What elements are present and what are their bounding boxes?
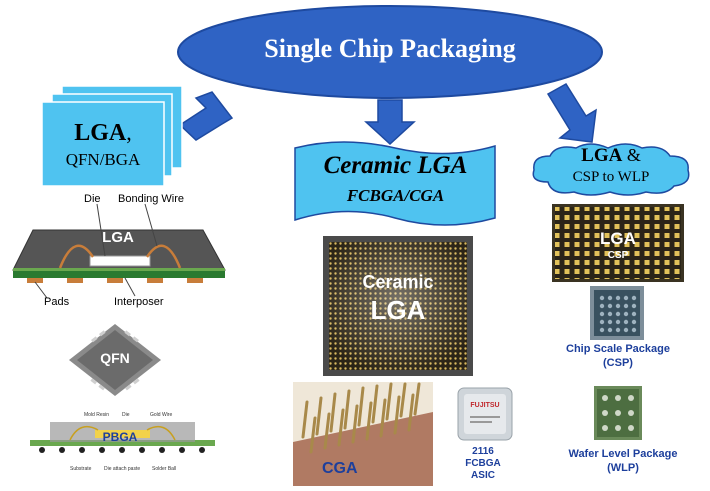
page-title: Single Chip Packaging — [264, 34, 516, 63]
label-pbga-ball: Solder Ball — [152, 466, 177, 472]
right-heading-suffix: & — [622, 145, 641, 165]
title-ellipse — [177, 5, 603, 99]
right-heading-main: LGA — [581, 145, 623, 166]
center-heading: Ceramic LGA — [323, 152, 468, 179]
label-pbga-die: Die — [122, 412, 130, 418]
qfn-chip — [69, 324, 161, 396]
cga-columns-image — [293, 382, 433, 486]
pbga-diagram — [30, 422, 215, 453]
label-pbga-substrate: Substrate — [70, 466, 92, 472]
lga-diagram — [12, 203, 226, 299]
csp-chip-image — [590, 286, 644, 340]
stacked-cards — [41, 86, 183, 187]
asic-brand: FUJITSU — [470, 402, 500, 409]
wlp-caption-2: (WLP) — [607, 462, 639, 474]
wlp-chip-image — [594, 386, 642, 440]
label-pads: Pads — [44, 296, 70, 308]
ceramic-lga-chip — [323, 236, 473, 376]
label-pbga: PBGA — [102, 430, 138, 444]
label-pbga-mold: Mold Resin — [84, 412, 110, 418]
left-heading: LGA, — [42, 120, 164, 147]
label-qfn: QFN — [100, 350, 130, 366]
left-heading-main: LGA — [74, 120, 127, 146]
arrow-right — [546, 82, 597, 143]
label-interposer: Interposer — [114, 296, 164, 308]
asic-caption-3: ASIC — [471, 470, 495, 481]
asic-caption-2: FCBGA — [465, 458, 501, 469]
label-pbga-gold: Gold Wire — [150, 412, 173, 418]
right-subheading: CSP to WLP — [572, 169, 650, 185]
label-die: Die — [84, 193, 101, 205]
ceramic-chip-label-2: LGA — [370, 295, 426, 325]
asic-chip-image — [457, 387, 513, 441]
csp-caption-1: Chip Scale Package — [566, 343, 670, 355]
cga-label: CGA — [322, 460, 358, 477]
cloud-shape — [532, 143, 690, 196]
lga-csp-sublabel: CSP — [607, 250, 629, 261]
csp-caption-2: (CSP) — [603, 357, 633, 369]
label-bonding-wire: Bonding Wire — [118, 193, 185, 205]
center-subheading: FCBGA/CGA — [346, 186, 445, 205]
label-pbga-paste: Die attach paste — [104, 466, 141, 472]
asic-caption-1: 2116 — [472, 446, 494, 457]
wlp-caption-1: Wafer Level Package — [568, 448, 678, 460]
ceramic-chip-label-1: Ceramic — [362, 272, 434, 292]
left-heading-suffix: , — [126, 120, 132, 145]
arrow-center — [364, 99, 416, 146]
arrow-left — [178, 91, 234, 141]
lga-csp-chip — [552, 204, 684, 282]
wavy-banner — [294, 141, 496, 226]
label-lga-diagram: LGA — [102, 229, 134, 246]
right-heading: LGA & — [528, 145, 694, 167]
left-subheading: QFN/BGA — [65, 150, 141, 169]
lga-csp-label: LGA — [600, 229, 636, 248]
